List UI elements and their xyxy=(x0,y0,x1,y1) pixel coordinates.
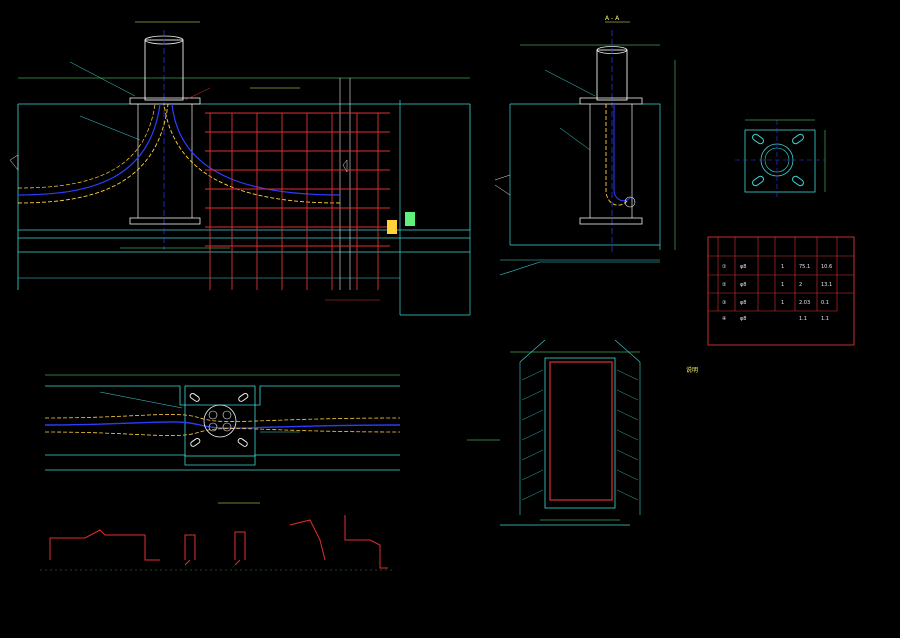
notes-title: 说明 xyxy=(686,366,698,374)
rebar-details xyxy=(40,502,395,571)
table-cell: 1.1 xyxy=(799,316,807,322)
rebar-grid xyxy=(205,112,390,290)
table-cell: 2 xyxy=(799,282,802,288)
table-cell: φ8 xyxy=(740,300,746,306)
table-cell: 2.03 xyxy=(799,300,810,306)
table-cell: 75.1 xyxy=(799,264,810,270)
table-cell: ① xyxy=(722,264,727,270)
table-cell: 0.1 xyxy=(821,300,829,306)
elevation-view xyxy=(9,21,471,316)
notes-block: 说明 xyxy=(686,366,698,374)
table-cell: φ8 xyxy=(740,264,746,270)
table-cell: 1 xyxy=(781,264,784,270)
table-cell: 1 xyxy=(781,300,784,306)
table-cell: 13.1 xyxy=(821,282,832,288)
plate-detail xyxy=(735,119,826,200)
table-body: ① φ8 1 75.1 10.6 ② φ8 1 2 13.1 ③ φ8 1 2.… xyxy=(722,264,832,322)
table-cell: φ8 xyxy=(740,316,746,322)
table-cell: 1 xyxy=(781,282,784,288)
plan-view xyxy=(44,374,401,471)
section-aa-view: A - A xyxy=(494,15,676,276)
table-cell: ④ xyxy=(722,316,727,322)
table-cell: φ8 xyxy=(740,282,746,288)
material-table: ① φ8 1 75.1 10.6 ② φ8 1 2 13.1 ③ φ8 1 2.… xyxy=(707,236,855,346)
table-cell: ② xyxy=(722,282,727,288)
section-aa-title: A - A xyxy=(605,15,620,22)
table-cell: 10.6 xyxy=(821,264,832,270)
table-cell: 1.1 xyxy=(821,316,829,322)
table-cell: ③ xyxy=(722,300,726,306)
frame-section xyxy=(467,339,641,526)
